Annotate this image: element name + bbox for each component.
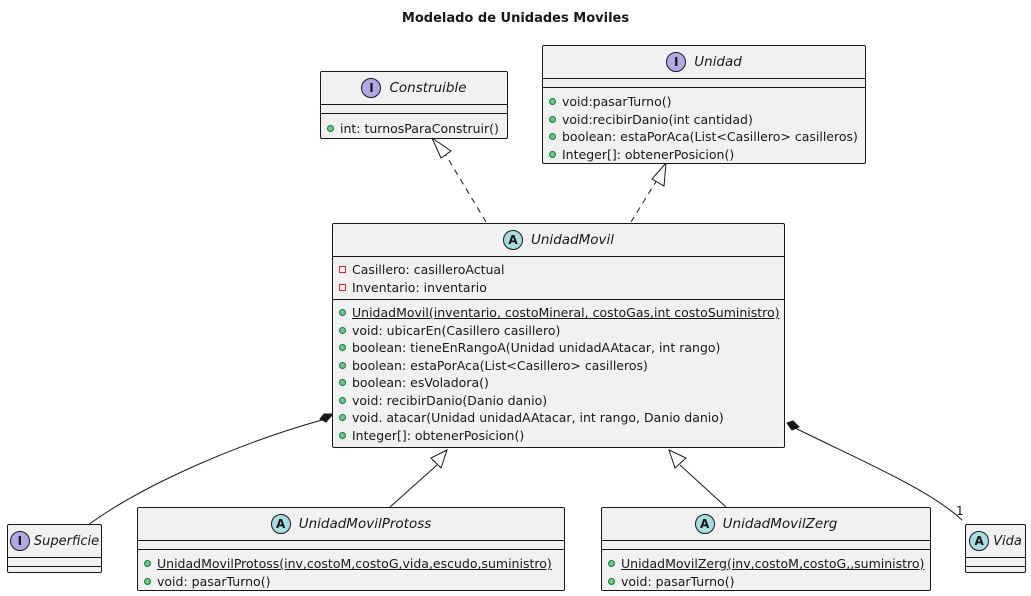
method: void:pasarTurno() xyxy=(543,93,865,111)
method: boolean: esVoladora() xyxy=(333,374,784,392)
abstract-class-icon: A xyxy=(270,514,291,534)
class-name: Construible xyxy=(389,80,467,96)
constructor: UnidadMovil(inventario, costoMineral, co… xyxy=(333,304,784,322)
constructor: UnidadMovilProtoss(inv,costoM,costoG,vid… xyxy=(138,555,564,573)
interface-icon: I xyxy=(666,52,687,72)
method: void: recibirDanio(Danio danio) xyxy=(333,392,784,410)
class-unidadmovilprotoss[interactable]: A UnidadMovilProtoss UnidadMovilProtoss(… xyxy=(137,507,565,591)
class-name: Unidad xyxy=(694,54,742,70)
field: Inventario: inventario xyxy=(333,279,784,297)
generalization-arrowhead-protoss xyxy=(430,449,448,469)
method: void: pasarTurno() xyxy=(138,573,564,591)
field: Casillero: casilleroActual xyxy=(333,261,784,279)
interface-icon: I xyxy=(9,531,30,551)
public-icon xyxy=(608,560,615,568)
class-name: UnidadMovilProtoss xyxy=(298,516,432,532)
public-icon xyxy=(339,344,346,352)
public-icon xyxy=(339,361,346,369)
constructor: UnidadMovilZerg(inv,costoM,costoG,,sumin… xyxy=(602,555,930,573)
public-icon xyxy=(549,133,556,141)
method: void: ubicarEn(Casillero casillero) xyxy=(333,322,784,340)
generalization-zerg xyxy=(679,464,727,508)
method: boolean: estaPorAca(List<Casillero> casi… xyxy=(543,128,865,146)
public-icon xyxy=(144,577,151,585)
method: Integer[]: obtenerPosicion() xyxy=(333,427,784,445)
public-icon xyxy=(327,125,334,133)
composition-diamond-vida xyxy=(786,420,800,431)
realization-arrowhead-construible xyxy=(430,136,452,159)
method: int: turnosParaConstruir() xyxy=(321,120,507,138)
public-icon xyxy=(549,115,556,123)
public-icon xyxy=(144,560,151,568)
abstract-class-icon: A xyxy=(969,531,990,551)
class-name: UnidadMovilZerg xyxy=(722,516,838,532)
public-icon xyxy=(549,98,556,106)
public-icon xyxy=(339,326,346,334)
realization-unidad xyxy=(630,174,661,223)
method: boolean: tieneEnRangoA(Unidad unidadAAta… xyxy=(333,339,784,357)
private-icon xyxy=(339,283,346,291)
multiplicity-vida: 1 xyxy=(956,504,964,518)
public-icon xyxy=(339,309,346,317)
method: void: pasarTurno() xyxy=(602,573,930,591)
class-unidadmovil[interactable]: A UnidadMovil Casillero: casilleroActual… xyxy=(332,223,785,448)
public-icon xyxy=(339,379,346,387)
method: void:recibirDanio(int cantidad) xyxy=(543,111,865,129)
class-vida[interactable]: A Vida xyxy=(965,524,1026,573)
class-name: UnidadMovil xyxy=(531,232,614,248)
public-icon xyxy=(339,396,346,404)
class-construible[interactable]: I Construible int: turnosParaConstruir() xyxy=(320,71,508,139)
class-unidadmovilzerg[interactable]: A UnidadMovilZerg UnidadMovilZerg(inv,co… xyxy=(601,507,931,591)
generalization-arrowhead-zerg xyxy=(668,449,687,469)
composition-diamond-superficie xyxy=(319,413,335,423)
realization-construible xyxy=(440,146,487,223)
public-icon xyxy=(608,577,615,585)
class-superficie[interactable]: I Superficie xyxy=(7,524,102,573)
method: void. atacar(Unidad unidadAAtacar, int r… xyxy=(333,409,784,427)
method: Integer[]: obtenerPosicion() xyxy=(543,146,865,164)
realization-arrowhead-unidad xyxy=(651,161,667,187)
abstract-class-icon: A xyxy=(694,514,715,534)
generalization-protoss xyxy=(389,464,438,508)
public-icon xyxy=(339,431,346,439)
public-icon xyxy=(549,150,556,158)
method: boolean: estaPorAca(List<Casillero> casi… xyxy=(333,357,784,375)
class-name: Superficie xyxy=(33,533,100,549)
private-icon xyxy=(339,266,346,274)
class-unidad[interactable]: I Unidad void:pasarTurno() void:recibirD… xyxy=(542,45,866,164)
interface-icon: I xyxy=(361,78,382,98)
composition-vida xyxy=(794,427,963,521)
abstract-class-icon: A xyxy=(503,230,523,250)
diagram-title: Modelado de Unidades Moviles xyxy=(401,11,630,26)
composition-superficie xyxy=(87,419,323,526)
public-icon xyxy=(339,414,346,422)
class-name: Vida xyxy=(993,533,1022,549)
